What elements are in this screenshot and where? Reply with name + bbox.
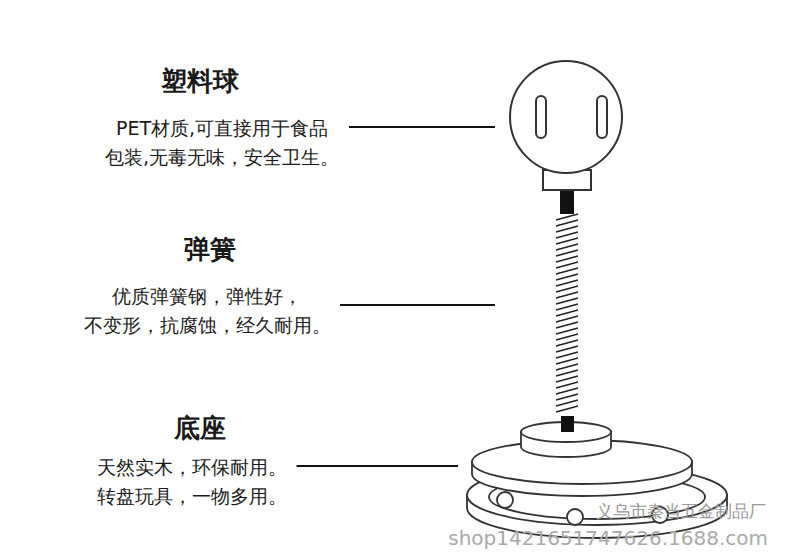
coil-turn [556,298,578,304]
leader-lines [297,127,496,466]
coil-turn [556,388,578,394]
coil-turn [556,394,578,400]
leader-line [297,465,459,467]
part-description: 优质弹簧钢，弹性好， 不变形，抗腐蚀，经久耐用。 [82,282,332,340]
coil-turn [556,292,578,298]
coil-turn [556,244,578,250]
coil-turn [556,364,578,370]
coil-turn [556,274,578,280]
spring-end [561,416,574,432]
coil-turn [556,406,578,412]
coil-turn [556,214,578,220]
coil-turn [556,376,578,382]
part-description: PET材质,可直接用于食品 包装,无毒无味，安全卫生。 [103,114,341,172]
coil-turn [556,328,578,334]
leader-line [340,304,495,306]
coil-turn [556,358,578,364]
coil-turn [556,316,578,322]
watermark: 义乌市秦当五金制品厂 [596,501,766,521]
coil-turn [556,400,578,406]
plastic-ball [510,61,622,190]
coil-turn [556,334,578,340]
track-ball [567,509,583,525]
ball-shell [510,61,622,173]
coil-turn [556,346,578,352]
spring-coil [556,214,578,412]
coil-turn [556,310,578,316]
coil-turn [556,280,578,286]
coil-turn [556,262,578,268]
coil-turn [556,250,578,256]
ball-slot [536,96,546,138]
coil-turn [556,370,578,376]
ball-slot [597,96,607,138]
coil-turn [556,256,578,262]
coil-turn [556,232,578,238]
coil-turn [556,268,578,274]
leader-line [349,126,495,128]
coil-turn [556,226,578,232]
coil-turn [556,220,578,226]
track-ball [497,492,513,508]
coil-turn [556,304,578,310]
coil-turn [556,286,578,292]
watermark-url: shop1421651747626.1688.com [448,526,768,550]
coil-turn [556,340,578,346]
coil-turn [556,322,578,328]
part-heading: 底座 [174,413,226,444]
coil-turn [556,352,578,358]
coil-turn [556,382,578,388]
part-heading: 塑料球 [161,66,239,97]
part-heading: 弹簧 [184,234,236,265]
spring-top-end [560,190,574,214]
coil-turn [556,238,578,244]
part-description: 天然实木，环保耐用。 转盘玩具，一物多用。 [96,453,289,511]
